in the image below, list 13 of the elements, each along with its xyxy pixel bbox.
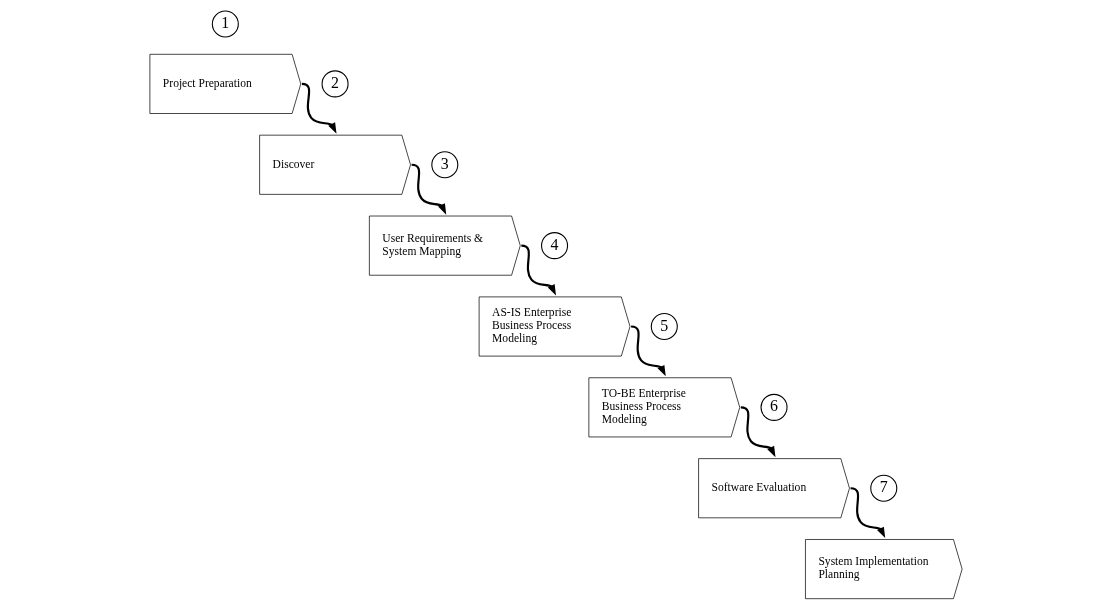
arrow bbox=[301, 82, 337, 134]
arrow bbox=[410, 163, 446, 215]
arrow bbox=[740, 406, 775, 458]
node-circle: 5 bbox=[650, 312, 678, 341]
node-circle: 7 bbox=[869, 474, 897, 502]
node-circle: 6 bbox=[760, 393, 788, 421]
arrow bbox=[630, 325, 666, 377]
arrow bbox=[520, 244, 556, 296]
arrow bbox=[849, 487, 885, 539]
node-circle: 3 bbox=[430, 151, 458, 179]
node-circle: 1 bbox=[211, 10, 239, 38]
node-circle: 4 bbox=[540, 232, 568, 260]
node-circle: 2 bbox=[321, 70, 349, 98]
